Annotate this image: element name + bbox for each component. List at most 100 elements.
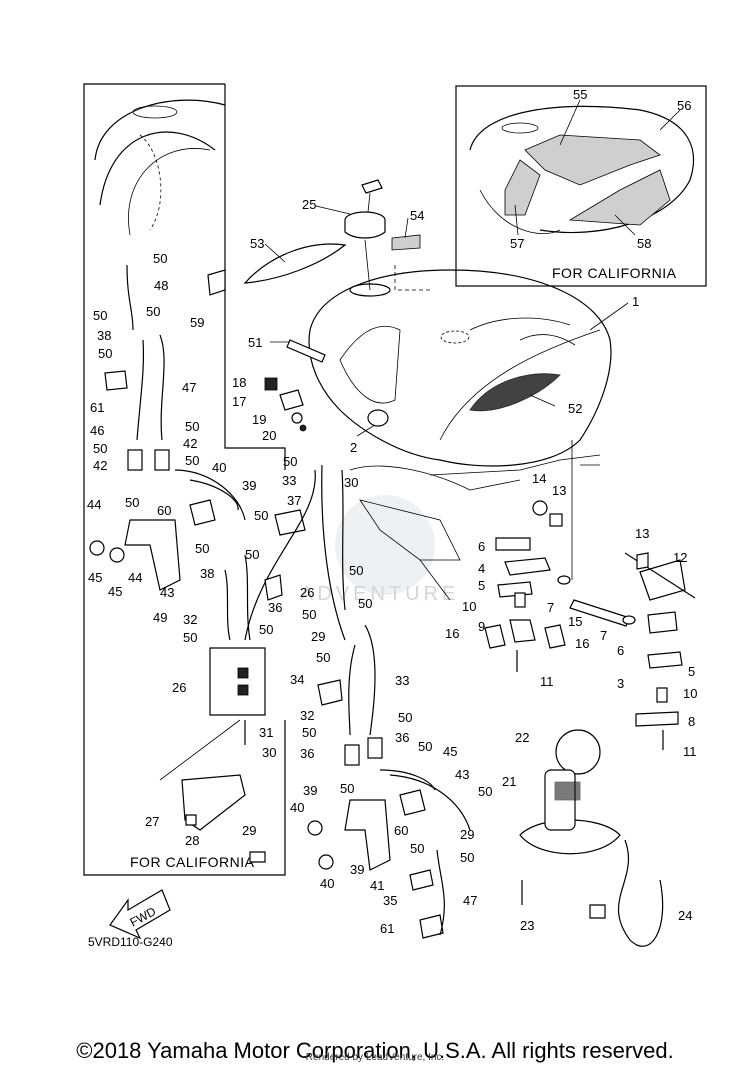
grommet-2	[367, 409, 389, 427]
callout-47a: 47	[182, 380, 196, 395]
callout-50-23: 50	[478, 784, 492, 799]
callout-50-11: 50	[254, 508, 268, 523]
fuel-pump	[519, 729, 664, 947]
callout-30b: 30	[344, 475, 358, 490]
callout-21: 21	[502, 774, 516, 789]
callout-50-14: 50	[283, 454, 297, 469]
callout-39a: 39	[242, 478, 256, 493]
callout-50-25: 50	[460, 850, 474, 865]
callout-50-1: 50	[153, 251, 167, 266]
callout-7b: 7	[600, 628, 607, 643]
callout-34: 34	[290, 672, 304, 687]
callout-39b: 39	[303, 783, 317, 798]
callout-42b: 42	[183, 436, 197, 451]
callout-3: 3	[617, 676, 624, 691]
frame-sketch	[349, 454, 601, 601]
callout-24: 24	[678, 908, 692, 923]
callout-50-7: 50	[185, 453, 199, 468]
inset-label-left: FOR CALIFORNIA	[130, 854, 255, 870]
callout-58: 58	[637, 236, 651, 251]
callout-50-19: 50	[398, 710, 412, 725]
callout-6a: 6	[478, 539, 485, 554]
callout-50-5: 50	[185, 419, 199, 434]
callout-26a: 26	[172, 680, 186, 695]
callout-10b: 10	[683, 686, 697, 701]
callout-52: 52	[568, 401, 582, 416]
callout-44b: 44	[128, 570, 142, 585]
callout-50-16: 50	[302, 607, 316, 622]
callout-35: 35	[383, 893, 397, 908]
callout-50-3: 50	[146, 304, 160, 319]
callout-48: 48	[154, 278, 168, 293]
callout-23: 23	[520, 918, 534, 933]
callout-45c: 45	[443, 744, 457, 759]
callout-8: 8	[688, 714, 695, 729]
callout-54: 54	[410, 208, 424, 223]
callout-46: 46	[90, 423, 104, 438]
callout-9: 9	[478, 619, 485, 634]
callouts: 1 2 3 4 5 5 6 6 7 7 8 9 10 10 11 11 12 1…	[87, 87, 697, 936]
fuel-cap	[344, 179, 386, 291]
callout-20: 20	[262, 428, 276, 443]
callout-7a: 7	[547, 600, 554, 615]
callout-47b: 47	[463, 893, 477, 908]
fwd-arrow: FWD	[109, 889, 171, 940]
callout-50-24: 50	[410, 841, 424, 856]
callout-28: 28	[185, 833, 199, 848]
callout-55: 55	[573, 87, 587, 102]
callout-32a: 32	[183, 612, 197, 627]
callout-4: 4	[478, 561, 485, 576]
callout-32b: 32	[300, 708, 314, 723]
callout-43b: 43	[455, 767, 469, 782]
callout-13b: 13	[635, 526, 649, 541]
label-54	[391, 234, 421, 251]
callout-36c: 36	[395, 730, 409, 745]
leader-lines	[264, 99, 681, 437]
callout-45a: 45	[88, 570, 102, 585]
callout-60b: 60	[394, 823, 408, 838]
watermark: ADVENTURE	[300, 495, 455, 605]
callout-29a: 29	[242, 823, 256, 838]
callout-25: 25	[302, 197, 316, 212]
evap-center	[307, 464, 471, 939]
callout-50-17: 50	[358, 596, 372, 611]
callout-30a: 30	[262, 745, 276, 760]
callout-5a: 5	[478, 578, 485, 593]
callout-50-15: 50	[349, 563, 363, 578]
callout-16a: 16	[445, 626, 459, 641]
callout-50-18: 50	[316, 650, 330, 665]
callout-50-6: 50	[93, 441, 107, 456]
callout-60a: 60	[157, 503, 171, 518]
callout-5b: 5	[688, 664, 695, 679]
callout-38b: 38	[200, 566, 214, 581]
copyright-notice: ©2018 Yamaha Motor Corporation, U.S.A. A…	[76, 1038, 674, 1063]
callout-6b: 6	[617, 643, 624, 658]
rendered-by-notice: Rendered by LeadVenture, Inc.	[305, 1052, 445, 1063]
callout-39c: 39	[350, 862, 364, 877]
callout-1: 1	[632, 294, 639, 309]
callout-36a: 36	[268, 600, 282, 615]
callout-56: 56	[677, 98, 691, 113]
callout-36b: 36	[300, 746, 314, 761]
callout-15: 15	[568, 614, 582, 629]
callout-41: 41	[370, 878, 384, 893]
parts-17-20	[264, 377, 307, 432]
evap-left	[89, 264, 316, 863]
diagram-code: 5VRD110-G240	[88, 935, 173, 949]
callout-50-9: 50	[195, 541, 209, 556]
callout-2: 2	[350, 440, 357, 455]
fuel-tank	[308, 265, 612, 467]
part-51	[286, 339, 326, 363]
callout-50-12: 50	[183, 630, 197, 645]
callout-50-2: 50	[93, 308, 107, 323]
callout-16b: 16	[575, 636, 589, 651]
callout-61b: 61	[380, 921, 394, 936]
callout-14: 14	[532, 471, 546, 486]
callout-29c: 29	[460, 827, 474, 842]
callout-29b: 29	[311, 629, 325, 644]
callout-17: 17	[232, 394, 246, 409]
callout-50-10: 50	[245, 547, 259, 562]
callout-33b: 33	[395, 673, 409, 688]
callout-50-20: 50	[302, 725, 316, 740]
callout-45b: 45	[108, 584, 122, 599]
